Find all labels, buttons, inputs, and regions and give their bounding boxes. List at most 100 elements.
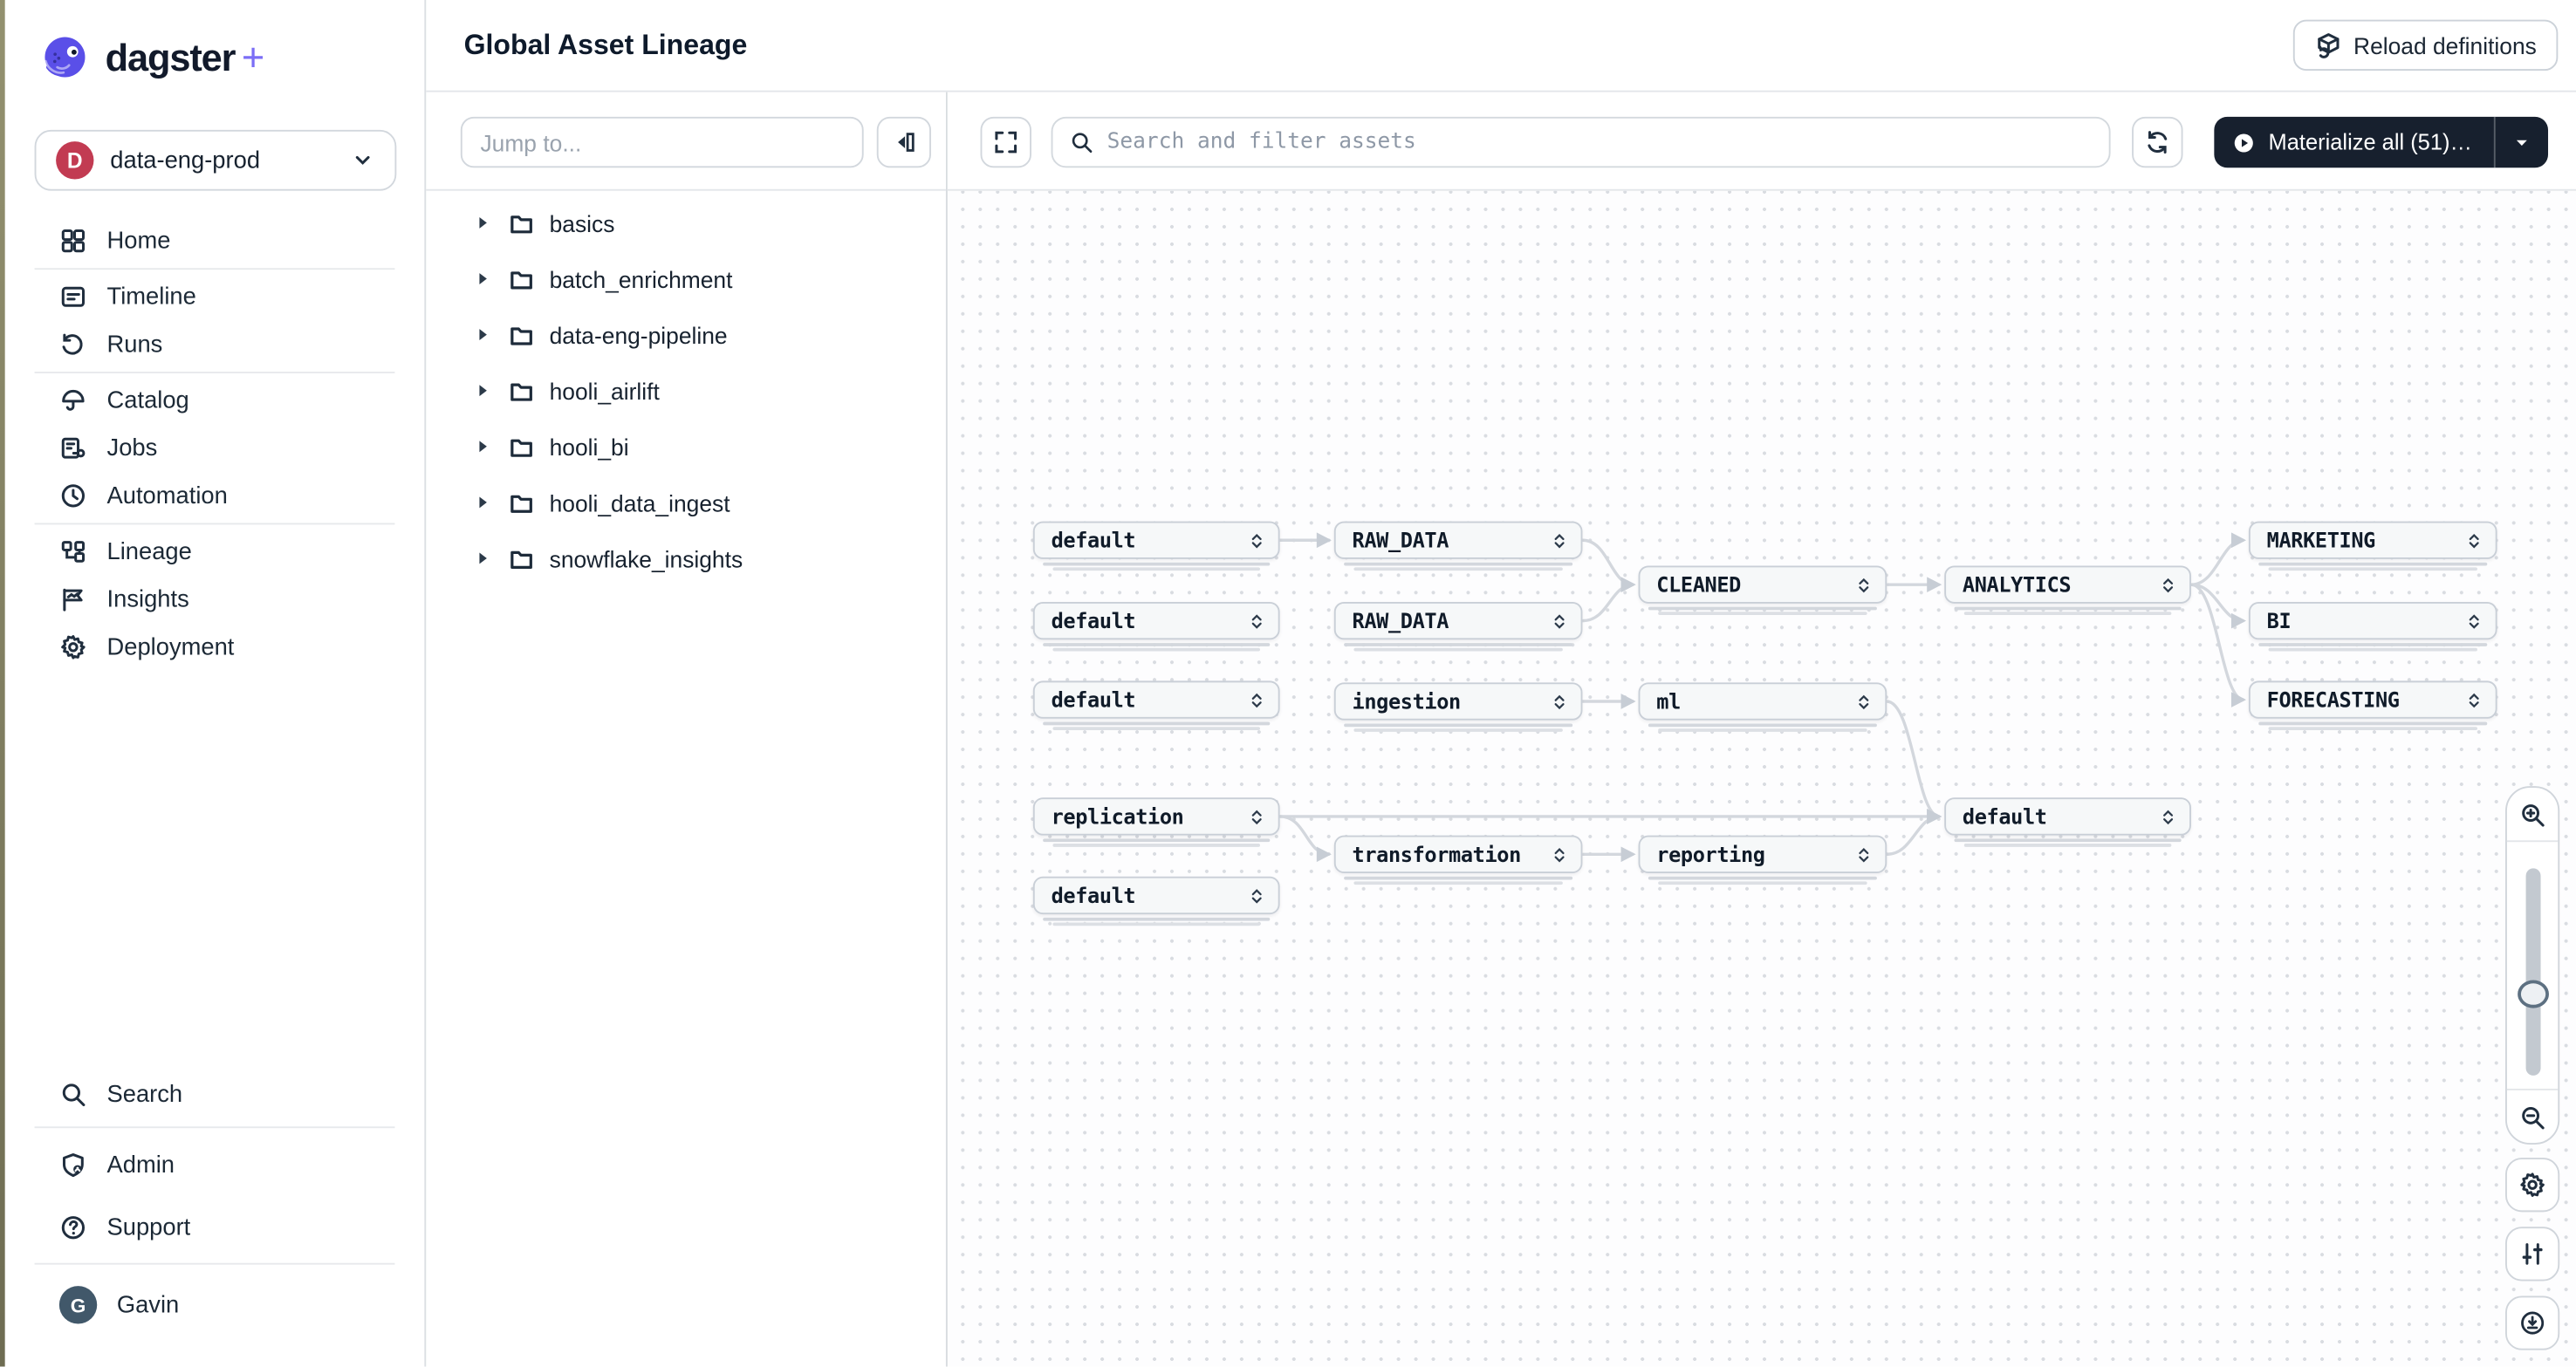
unfold-more-icon[interactable] bbox=[2464, 529, 2484, 551]
tree-item-basics[interactable]: basics bbox=[426, 204, 946, 242]
unfold-more-icon[interactable] bbox=[1854, 690, 1874, 713]
dagster-logo[interactable]: dagster + bbox=[39, 33, 264, 84]
folder-icon bbox=[508, 434, 534, 460]
jump-to-input[interactable] bbox=[460, 116, 864, 168]
graph-group-node-cleaned[interactable]: CLEANED bbox=[1638, 565, 1887, 615]
graph-group-node-ingestion[interactable]: ingestion bbox=[1333, 682, 1583, 731]
tree-item-data-eng-pipeline[interactable]: data-eng-pipeline bbox=[426, 316, 946, 353]
graph-group-node-default2[interactable]: default bbox=[1032, 601, 1280, 651]
download-graph-button[interactable] bbox=[2505, 1295, 2560, 1350]
graph-group-node-rawdata2[interactable]: RAW_DATA bbox=[1333, 601, 1583, 651]
graph-group-node-forecasting[interactable]: FORECASTING bbox=[2248, 680, 2497, 730]
asset-search-input[interactable] bbox=[1106, 129, 2093, 155]
fullscreen-button[interactable] bbox=[980, 116, 1031, 168]
materialize-all-label: Materialize all (51)… bbox=[2268, 129, 2472, 155]
sidebar-item-label: Search bbox=[106, 1081, 183, 1108]
reload-definitions-button[interactable]: Reload definitions bbox=[2292, 19, 2559, 72]
sidebar-item-lineage[interactable]: Lineage bbox=[5, 528, 425, 576]
graph-node-label: MARKETING bbox=[2266, 528, 2376, 553]
caret-right-icon[interactable] bbox=[472, 268, 494, 290]
caret-right-icon[interactable] bbox=[472, 548, 494, 570]
unfold-more-icon[interactable] bbox=[2158, 805, 2178, 828]
sidebar-item-admin[interactable]: Admin bbox=[5, 1141, 425, 1189]
unfold-more-icon[interactable] bbox=[1247, 884, 1267, 906]
unfold-more-icon[interactable] bbox=[1247, 805, 1267, 828]
caret-right-icon[interactable] bbox=[472, 324, 494, 345]
zoom-in-icon bbox=[2518, 800, 2546, 828]
materialize-all-button[interactable]: Materialize all (51)… bbox=[2214, 116, 2548, 168]
sidebar-item-automation[interactable]: Automation bbox=[5, 472, 425, 520]
graph-filters-button[interactable] bbox=[2505, 1227, 2560, 1282]
sidebar-item-runs[interactable]: Runs bbox=[5, 321, 425, 369]
chevron-down-icon bbox=[351, 148, 375, 173]
unfold-more-icon[interactable] bbox=[2158, 573, 2178, 596]
unfold-more-icon[interactable] bbox=[1247, 688, 1267, 711]
sidebar-item-timeline[interactable]: Timeline bbox=[5, 273, 425, 321]
sidebar-item-jobs[interactable]: Jobs bbox=[5, 424, 425, 472]
graph-group-node-default1[interactable]: default bbox=[1032, 521, 1280, 571]
caret-right-icon[interactable] bbox=[472, 492, 494, 514]
sidebar-item-support[interactable]: Support bbox=[5, 1204, 425, 1252]
unfold-more-icon[interactable] bbox=[1854, 843, 1874, 865]
gear-icon bbox=[2518, 1171, 2546, 1199]
folder-icon bbox=[508, 545, 534, 571]
unfold-more-icon[interactable] bbox=[2464, 609, 2484, 632]
zoom-in-button[interactable] bbox=[2506, 788, 2559, 843]
unfold-more-icon[interactable] bbox=[1247, 609, 1267, 632]
unfold-more-icon[interactable] bbox=[1550, 690, 1570, 713]
home-icon bbox=[59, 227, 87, 255]
unfold-more-icon[interactable] bbox=[1550, 609, 1570, 632]
workspace-selector[interactable]: D data-eng-prod bbox=[34, 129, 397, 191]
sidebar-item-search[interactable]: Search bbox=[5, 1070, 425, 1118]
tree-item-batch_enrichment[interactable]: batch_enrichment bbox=[426, 260, 946, 297]
tree-item-hooli_bi[interactable]: hooli_bi bbox=[426, 427, 946, 465]
tree-item-hooli_data_ingest[interactable]: hooli_data_ingest bbox=[426, 483, 946, 521]
collapse-panel-button[interactable] bbox=[876, 116, 931, 168]
caret-right-icon[interactable] bbox=[472, 436, 494, 458]
graph-group-node-analytics[interactable]: ANALYTICS bbox=[1944, 565, 2191, 615]
graph-group-node-bi[interactable]: BI bbox=[2248, 601, 2497, 651]
automation-icon bbox=[59, 482, 87, 509]
tree-item-snowflake_insights[interactable]: snowflake_insights bbox=[426, 539, 946, 577]
graph-settings-button[interactable] bbox=[2505, 1158, 2560, 1213]
unfold-more-icon[interactable] bbox=[1247, 529, 1267, 551]
sidebar-item-insights[interactable]: Insights bbox=[5, 576, 425, 624]
graph-group-node-ml[interactable]: ml bbox=[1638, 682, 1887, 731]
zoom-slider-thumb[interactable] bbox=[2517, 980, 2549, 1008]
caret-right-icon[interactable] bbox=[472, 212, 494, 234]
refresh-button[interactable] bbox=[2132, 116, 2183, 168]
zoom-slider-track[interactable] bbox=[2525, 868, 2540, 1076]
materialize-dropdown-toggle[interactable] bbox=[2493, 116, 2547, 168]
graph-group-node-replication[interactable]: replication bbox=[1032, 797, 1280, 846]
graph-node-label: BI bbox=[2266, 608, 2292, 633]
graph-group-node-default5[interactable]: default bbox=[1032, 876, 1280, 926]
deployment-icon bbox=[59, 633, 87, 661]
sidebar-item-deployment[interactable]: Deployment bbox=[5, 623, 425, 671]
unfold-more-icon[interactable] bbox=[1550, 843, 1570, 865]
sidebar-divider bbox=[34, 523, 395, 525]
zoom-out-button[interactable] bbox=[2506, 1088, 2559, 1143]
sidebar-item-label: Catalog bbox=[106, 386, 189, 414]
sidebar-item-label: Automation bbox=[106, 482, 228, 509]
unfold-more-icon[interactable] bbox=[1854, 573, 1874, 596]
dagster-octopus-icon bbox=[39, 33, 90, 84]
unfold-more-icon[interactable] bbox=[1550, 529, 1570, 551]
graph-group-node-reporting[interactable]: reporting bbox=[1638, 835, 1887, 885]
graph-group-node-transformation[interactable]: transformation bbox=[1333, 835, 1583, 885]
graph-group-node-rawdata1[interactable]: RAW_DATA bbox=[1333, 521, 1583, 571]
unfold-more-icon[interactable] bbox=[2464, 688, 2484, 711]
graph-group-node-default4[interactable]: default bbox=[1944, 797, 2191, 846]
sidebar-divider bbox=[34, 268, 395, 270]
sidebar-item-home[interactable]: Home bbox=[5, 217, 425, 265]
sidebar-item-catalog[interactable]: Catalog bbox=[5, 377, 425, 425]
graph-group-node-default3[interactable]: default bbox=[1032, 680, 1280, 730]
tree-item-hooli_airlift[interactable]: hooli_airlift bbox=[426, 372, 946, 409]
caret-right-icon[interactable] bbox=[472, 379, 494, 401]
sidebar-item-label: Insights bbox=[106, 586, 189, 613]
materialize-all-main[interactable]: Materialize all (51)… bbox=[2214, 117, 2493, 167]
graph-group-node-marketing[interactable]: MARKETING bbox=[2248, 521, 2497, 571]
